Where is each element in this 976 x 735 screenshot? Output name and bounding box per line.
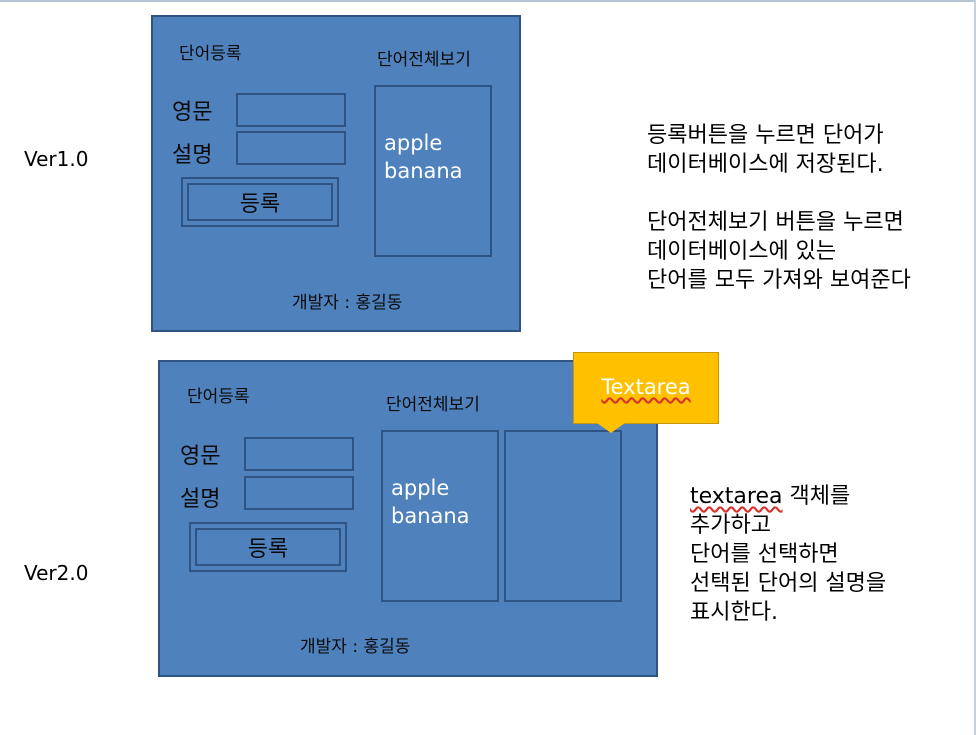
note-line: 데이터베이스에 있는 [647, 239, 837, 264]
v2-notes: textarea 객체를 추가하고 단어를 선택하면 선택된 단어의 설명을 표… [690, 482, 886, 627]
right-border [974, 0, 976, 735]
v1-notes: 등록버튼을 누르면 단어가 데이터베이스에 저장된다. 단어전체보기 버튼을 누… [647, 121, 911, 295]
developer-credit: 개발자 : 홍길동 [292, 293, 403, 313]
note-rest: 객체를 [782, 484, 851, 509]
word-list[interactable]: apple banana [381, 430, 499, 602]
description-input[interactable] [244, 476, 354, 510]
note-line: textarea 객체를 [690, 482, 886, 511]
english-input[interactable] [236, 93, 346, 127]
top-border [0, 0, 976, 2]
callout-pointer [597, 423, 625, 433]
english-input[interactable] [244, 437, 354, 471]
description-label: 설명 [172, 143, 213, 168]
app-window-v1: 단어등록 단어전체보기 영문 설명 등록 apple banana 개발자 : … [151, 15, 521, 332]
note-line: 등록버튼을 누르면 단어가 [647, 123, 884, 148]
callout-text: Textarea [601, 375, 691, 399]
english-label: 영문 [180, 444, 221, 469]
word-list[interactable]: apple banana [374, 85, 492, 257]
view-all-button[interactable]: 단어전체보기 [386, 395, 480, 415]
note-line: 단어전체보기 버튼을 누르면 [647, 210, 904, 235]
note-line: 추가하고 [690, 513, 771, 538]
callout-label: Textarea [574, 375, 718, 399]
textarea-callout: Textarea [573, 352, 719, 424]
register-title: 단어등록 [179, 44, 242, 64]
note-line: 데이터베이스에 저장된다. [647, 152, 884, 177]
version-label-v2: Ver2.0 [24, 561, 89, 585]
description-textarea[interactable] [504, 430, 622, 602]
note-line: 단어를 선택하면 [690, 542, 839, 567]
register-title: 단어등록 [187, 387, 250, 407]
register-button[interactable]: 등록 [181, 177, 339, 227]
description-label: 설명 [180, 487, 221, 512]
register-button[interactable]: 등록 [189, 522, 347, 572]
list-item[interactable]: banana [391, 504, 470, 528]
note-line: 선택된 단어의 설명을 [690, 571, 887, 596]
note-line: 단어를 모두 가져와 보여준다 [647, 268, 911, 293]
note-line: 표시한다. [690, 600, 778, 625]
description-input[interactable] [236, 131, 346, 165]
version-label-v1: Ver1.0 [24, 147, 89, 171]
note-line [647, 179, 911, 208]
list-item[interactable]: apple [384, 131, 443, 155]
list-item[interactable]: banana [384, 159, 463, 183]
list-item[interactable]: apple [391, 476, 450, 500]
register-button-label: 등록 [187, 183, 333, 221]
view-all-button[interactable]: 단어전체보기 [377, 50, 471, 70]
developer-credit: 개발자 : 홍길동 [300, 637, 411, 657]
english-label: 영문 [172, 100, 213, 125]
note-keyword: textarea [690, 484, 783, 509]
register-button-label: 등록 [195, 528, 341, 566]
